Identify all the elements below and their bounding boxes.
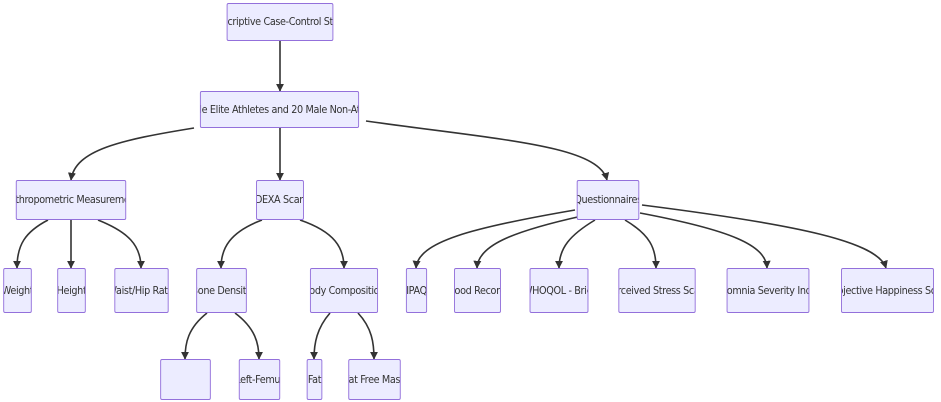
node-subjective-happiness-scale: Subjective Happiness Scale [841, 268, 934, 313]
edge-bonedensity-lumberspine [181, 312, 208, 360]
node-fat-free-mass: Fat Free Mass [348, 359, 401, 400]
node-food-record: Food Record [454, 268, 501, 313]
edge-questionnaires-ipaq [412, 209, 576, 269]
edge-anthropometric-waisthip [97, 219, 145, 269]
node-height: Height [57, 268, 86, 313]
node-questionnaires: Questionnaires [576, 180, 640, 220]
edge-participants-anthropometric [67, 127, 195, 181]
edge-questionnaires-foodrecord [473, 215, 583, 269]
edge-dexa-bonedensity [217, 219, 263, 269]
node-anthropometric-measurement: Anthropometric Measurement [15, 180, 127, 220]
edge-dexa-bodycomposition [299, 219, 348, 269]
node-dexa-scan: DEXA Scan [256, 180, 304, 220]
edge-bodycomposition-fatfreemass [357, 312, 378, 360]
node-weight: Weight [3, 268, 32, 313]
node-waist-hip-ratio: Waist/Hip Ratio [114, 268, 169, 313]
node-insomnia-severity-index: Insomnia Severity Index [726, 268, 810, 313]
node-participants: 30 Male Elite Athletes and 20 Male Non-A… [199, 91, 360, 128]
edge-questionnaires-stressscale [624, 219, 660, 269]
node-whoqol-brief: WHOQOL - Brief [529, 268, 589, 313]
node-bone-density: Bone Density [196, 268, 247, 313]
edge-questionnaires-whoqol [555, 219, 596, 269]
node-perceived-stress-scale: Perceived Stress Scale [618, 268, 696, 313]
node-left-femur: Left-Femur [238, 359, 281, 400]
edge-bonedensity-leftfemur [234, 312, 263, 360]
edge-bodycomposition-fat [310, 312, 331, 360]
node-body-composition: Body Composition [309, 268, 379, 313]
edge-anthropometric-weight [13, 219, 49, 269]
node-lumber-spine [160, 359, 211, 400]
edge-questionnaires-insomniaindex [639, 212, 771, 269]
node-descriptive-case-control-study: Descriptive Case-Control Study [226, 3, 334, 41]
edge-participants-questionnaires [365, 120, 610, 181]
edge-questionnaires-happinessscale [641, 204, 888, 269]
node-fat: Fat [306, 359, 323, 400]
node-ipaq: IPAQ [405, 268, 428, 313]
